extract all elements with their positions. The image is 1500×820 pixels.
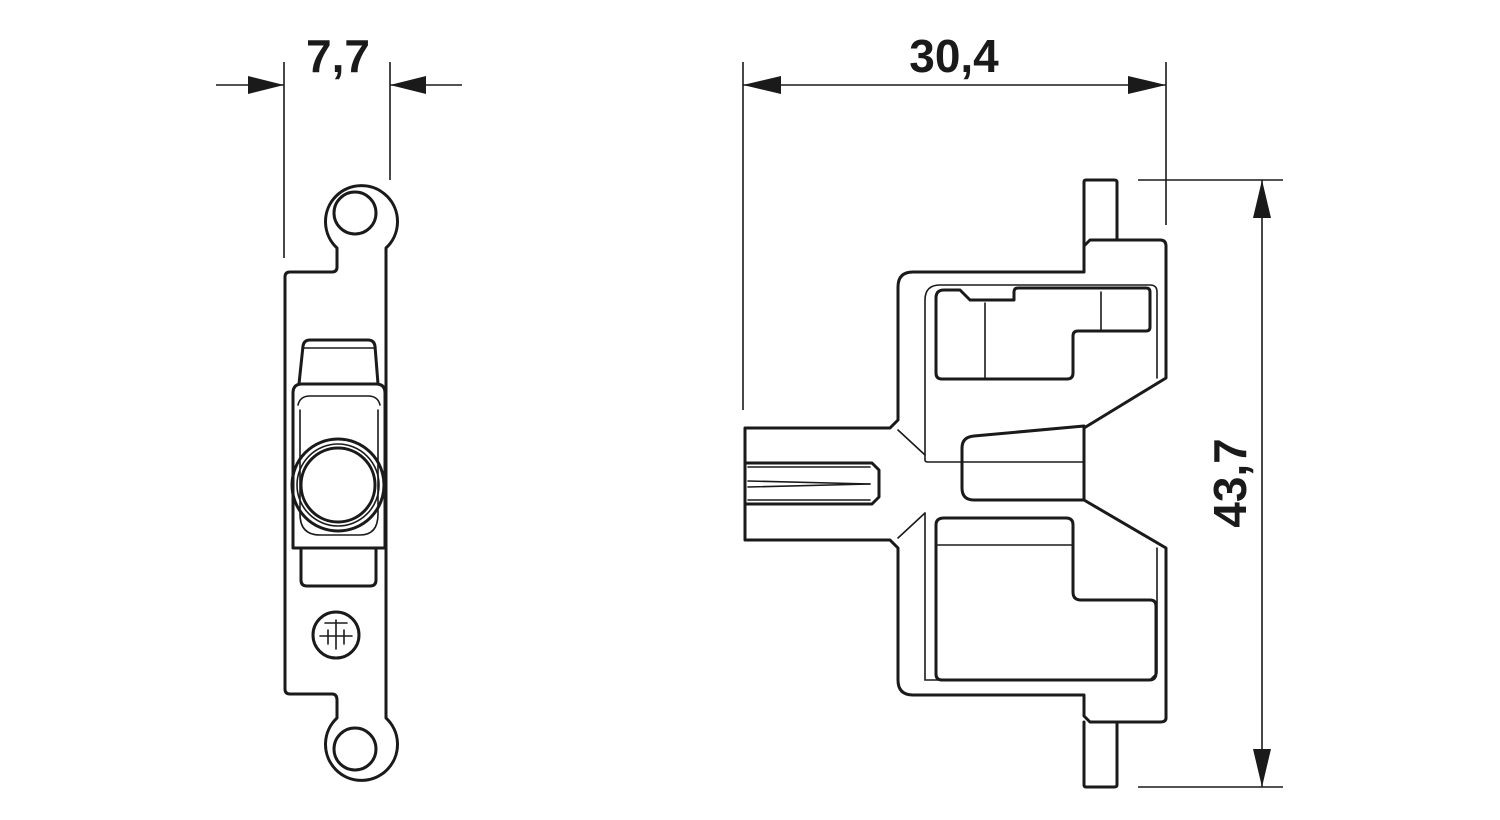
front-inner-outline bbox=[924, 284, 1158, 681]
dimension-width-front: 30,4 bbox=[742, 30, 1167, 410]
upper-cavity bbox=[934, 286, 1152, 381]
lower-cavity bbox=[934, 516, 1158, 682]
mounting-hole-top bbox=[332, 190, 378, 236]
dimension-label-width-front: 30,4 bbox=[909, 30, 999, 82]
contact-tab bbox=[743, 429, 926, 539]
center-window bbox=[960, 424, 1086, 502]
dimension-label-height-front: 43,7 bbox=[1204, 438, 1256, 528]
dimension-height-front: 43,7 bbox=[1138, 179, 1283, 788]
side-body-outline bbox=[283, 184, 399, 782]
bottom-pin bbox=[1082, 720, 1119, 789]
front-body-outline bbox=[743, 238, 1168, 724]
latch-assembly bbox=[290, 338, 387, 588]
dimension-label-width-side: 7,7 bbox=[306, 30, 370, 82]
side-view: 7,7 bbox=[216, 30, 462, 782]
dimension-width-side: 7,7 bbox=[216, 30, 462, 258]
mounting-hole-bottom bbox=[332, 726, 378, 772]
front-view: 30,4 43,7 bbox=[742, 30, 1283, 789]
top-pin bbox=[1082, 178, 1119, 248]
ground-symbol-icon bbox=[311, 610, 361, 660]
